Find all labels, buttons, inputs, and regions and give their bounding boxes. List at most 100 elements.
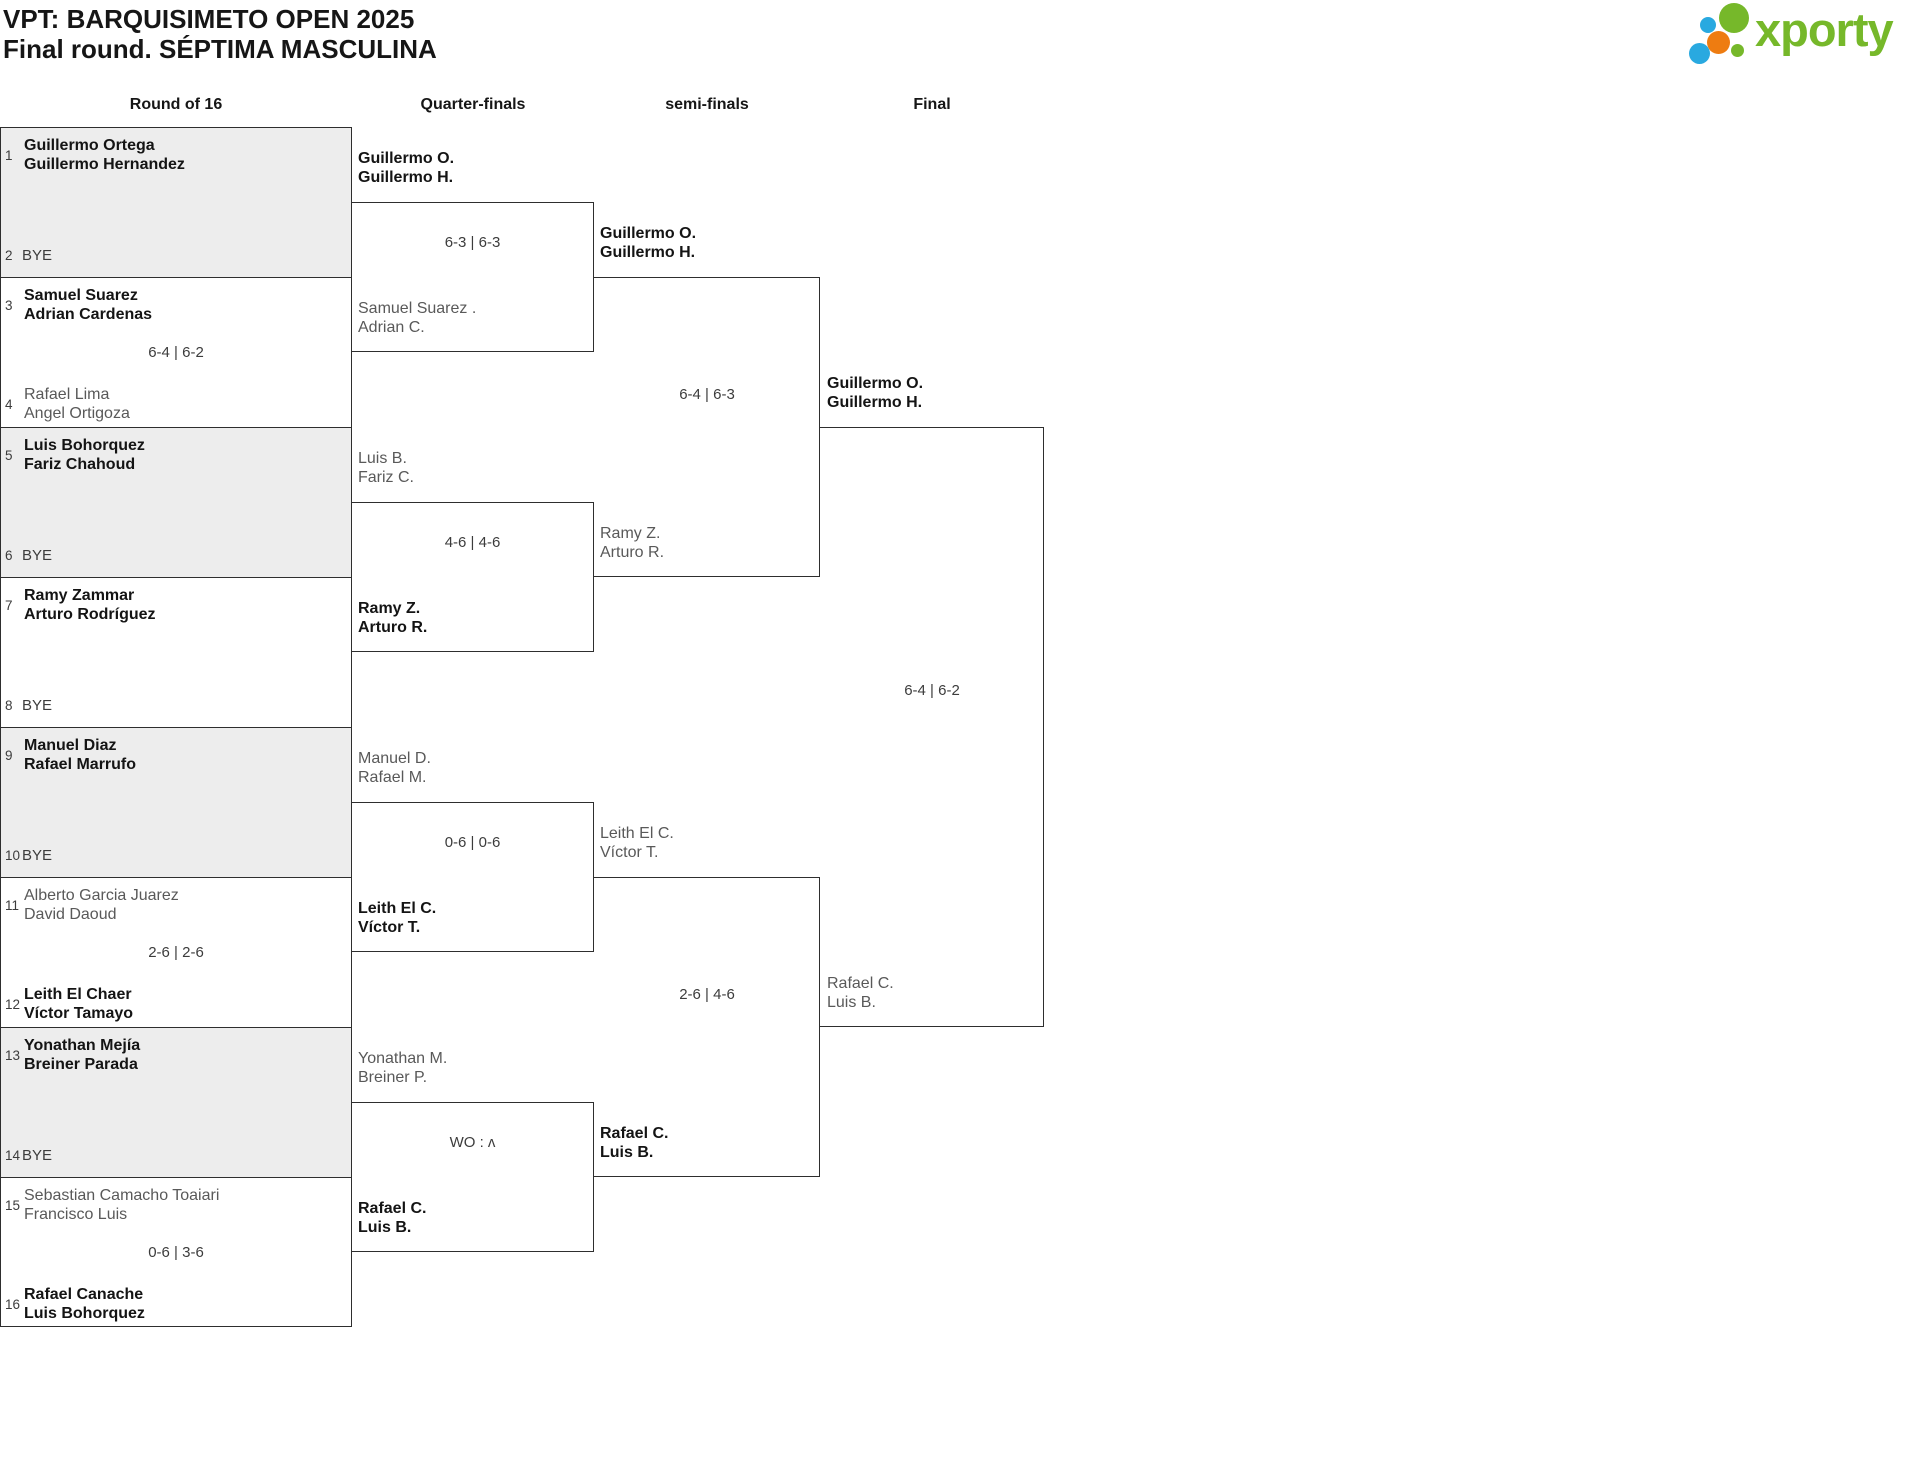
seed-number: 11	[5, 897, 20, 913]
team-name-line: Ramy Z.	[358, 600, 421, 617]
team-name-line: Guillermo O.	[358, 150, 455, 167]
team-name-line: Manuel D.	[358, 750, 431, 767]
team-name-line: Breiner Parada	[24, 1056, 138, 1073]
team-name-line: Luis Bohorquez	[24, 1305, 145, 1322]
team-name-line: Alberto Garcia Juarez	[24, 887, 179, 904]
seed-number: 9	[5, 747, 13, 763]
team-name-line: Guillermo Ortega	[24, 137, 155, 154]
team-entry: Ramy Z.Arturo R.	[358, 599, 427, 637]
team-name-line: Manuel Diaz	[24, 737, 117, 754]
match-score: 6-4 | 6-3	[679, 386, 735, 403]
logo-dot-orange	[1707, 31, 1730, 54]
team-name-line: Adrian Cardenas	[24, 306, 153, 323]
team-name-line: Breiner P.	[358, 1069, 428, 1086]
bracket-match	[0, 1177, 352, 1327]
match-score: 0-6 | 0-6	[444, 834, 501, 851]
tournament-title: VPT: BARQUISIMETO OPEN 2025	[3, 4, 415, 34]
team-name-line: Fariz C.	[358, 469, 414, 486]
team-name-line: Guillermo Hernandez	[24, 156, 185, 173]
xporty-logo[interactable]: xporty	[1688, 0, 1914, 70]
team-name-line: Víctor T.	[358, 919, 421, 936]
bracket-match	[0, 727, 352, 877]
match-score: 2-6 | 4-6	[679, 986, 735, 1003]
bracket-match	[0, 1027, 352, 1177]
seed-number: 12	[5, 996, 21, 1012]
team-name-line: Víctor T.	[600, 844, 659, 861]
team-name-line: Ramy Zammar	[24, 587, 135, 604]
match-score: 4-6 | 4-6	[444, 534, 501, 551]
team-name-line: Angel Ortigoza	[24, 405, 130, 422]
tournament-subtitle: Final round. SÉPTIMA MASCULINA	[3, 34, 437, 64]
logo-dot-blue-large	[1689, 43, 1710, 64]
team-name-line: Yonathan Mejía	[24, 1037, 141, 1054]
team-name-line: Víctor Tamayo	[24, 1005, 134, 1022]
bracket-connector	[594, 277, 820, 577]
team-name-line: Yonathan M.	[358, 1050, 448, 1067]
team-entry: Manuel D. Rafael M.	[358, 749, 431, 787]
team-name-line: Arturo R.	[600, 544, 665, 561]
team-name-line: Luis B.	[358, 1219, 412, 1236]
team-name-line: Arturo Rodríguez	[24, 606, 156, 623]
team-name-line: Guillermo O.	[600, 225, 697, 242]
bracket-match	[351, 202, 594, 352]
team-name-line: Rafael Lima	[24, 386, 110, 403]
logo-wordmark: xporty	[1755, 3, 1894, 56]
bye-label: BYE	[22, 1147, 53, 1164]
match-score: 6-3 | 6-3	[444, 234, 501, 251]
team-name-line: Guillermo H.	[827, 394, 923, 411]
bracket-match	[351, 1102, 594, 1252]
bracket-connector	[820, 427, 1044, 1027]
team-name-line: Samuel Suarez	[24, 287, 138, 304]
bye-label: BYE	[22, 697, 53, 714]
column-header: Final	[913, 96, 951, 113]
team-entry: Rafael C.Luis B.	[827, 974, 894, 1012]
team-name-line: Ramy Z.	[600, 525, 661, 542]
seed-number: 6	[5, 548, 13, 563]
bracket-match	[0, 127, 352, 277]
bracket-match	[0, 877, 352, 1027]
seed-number: 13	[5, 1047, 21, 1063]
seed-number: 5	[5, 447, 13, 463]
column-header: semi-finals	[665, 96, 749, 113]
match-score: 6-4 | 6-2	[148, 344, 204, 361]
team-name-line: Luis Bohorquez	[24, 437, 145, 454]
seed-number: 16	[5, 1296, 21, 1312]
team-name-line: Leith El Chaer	[24, 986, 132, 1003]
bracket-match	[0, 427, 352, 577]
logo-dot-blue-small	[1700, 17, 1716, 33]
bracket-match	[351, 502, 594, 652]
team-name-line: Rafael Marrufo	[24, 756, 137, 773]
team-name-line: Guillermo O.	[827, 375, 924, 392]
team-entry: Leith El C.Víctor T.	[600, 824, 674, 862]
team-name-line: Francisco Luis	[24, 1206, 128, 1223]
team-entry: Guillermo O. Guillermo H.	[827, 374, 923, 412]
logo-dot-green-small	[1731, 44, 1744, 57]
team-name-line: Rafael C.	[600, 1125, 669, 1142]
seed-number: 7	[5, 597, 13, 613]
bye-label: BYE	[22, 847, 53, 864]
team-entry: Guillermo O.Guillermo H.	[600, 224, 696, 262]
team-name-line: Luis B.	[600, 1144, 654, 1161]
bracket-match	[351, 802, 594, 952]
team-name-line: Luis B.	[827, 994, 876, 1011]
match-score: 0-6 | 3-6	[148, 1244, 204, 1261]
team-name-line: Rafael Canache	[24, 1286, 144, 1303]
match-score: 2-6 | 2-6	[148, 944, 204, 961]
bracket-match	[0, 577, 352, 727]
team-name-line: Samuel Suarez .	[358, 300, 477, 317]
seed-number: 14	[5, 1148, 21, 1163]
seed-number: 8	[5, 698, 13, 713]
team-entry: Guillermo O. Guillermo H.	[358, 149, 454, 187]
match-score: WO : ʌ	[449, 1134, 496, 1151]
team-name-line: Rafael M.	[358, 769, 427, 786]
bracket-connector	[594, 877, 820, 1177]
bye-label: BYE	[22, 247, 53, 264]
team-entry: Ramy Z. Arturo R.	[600, 524, 664, 562]
team-name-line: Guillermo H.	[358, 169, 454, 186]
